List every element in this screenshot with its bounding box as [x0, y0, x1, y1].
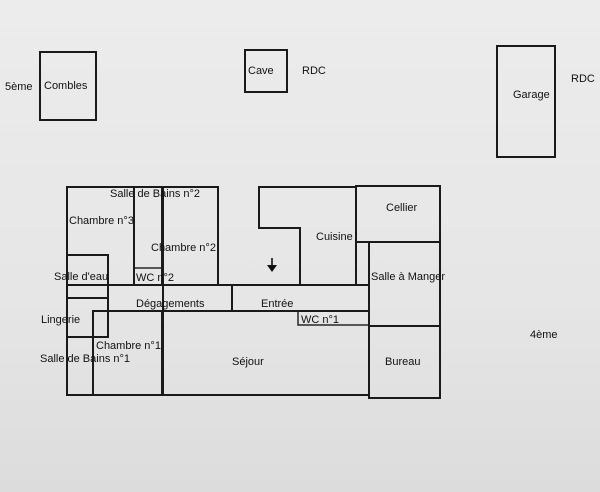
entree-box — [231, 284, 370, 312]
garage-box — [496, 45, 556, 158]
combles-label: Combles — [44, 80, 88, 92]
wc-1-label: WC n°1 — [301, 314, 339, 326]
sejour-label: Séjour — [232, 356, 264, 368]
salle-bains-1-label: Salle de Bains n°1 — [40, 353, 130, 365]
entree-label: Entrée — [261, 298, 293, 310]
cellier-label: Cellier — [386, 202, 418, 214]
chambre-1-label: Chambre n°1 — [96, 340, 161, 352]
cave-box — [244, 49, 288, 93]
salle-a-manger-box — [368, 241, 441, 327]
wc-2-label: WC n°2 — [136, 272, 174, 284]
lingerie-label: Lingerie — [41, 314, 80, 326]
salle-bains-1-box — [66, 336, 94, 396]
cave-label: Cave — [248, 65, 274, 77]
rdc-garage-label: RDC — [571, 73, 595, 85]
cuisine-label: Cuisine — [316, 231, 353, 243]
combles-box — [39, 51, 97, 121]
bureau-box — [368, 325, 441, 399]
degagements-label: Dégagements — [136, 298, 205, 310]
level-4-label: 4ème — [530, 329, 558, 341]
salle-eau-label: Salle d'eau — [54, 271, 108, 283]
salle-bains-2-box — [133, 186, 163, 286]
arrow-down-icon — [267, 258, 277, 272]
chambre-2-label: Chambre n°2 — [151, 242, 216, 254]
salle-bains-2-label: Salle de Bains n°2 — [110, 188, 200, 200]
garage-label: Garage — [513, 89, 550, 101]
bureau-label: Bureau — [385, 356, 420, 368]
salle-a-manger-label: Salle à Manger — [371, 271, 445, 283]
cellier-box — [355, 185, 441, 243]
level-5-label: 5ème — [5, 81, 33, 93]
chambre-3-label: Chambre n°3 — [69, 215, 134, 227]
rdc-cave-label: RDC — [302, 65, 326, 77]
chambre-2-box — [161, 186, 219, 286]
